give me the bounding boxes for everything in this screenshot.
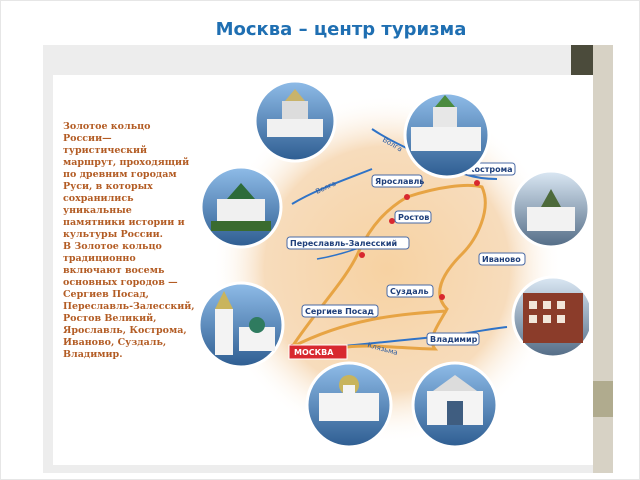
city-dot	[439, 294, 445, 300]
city-label-moskva: МОСКВА	[288, 344, 348, 360]
photo-bubble-pereslavl-church	[253, 79, 337, 163]
svg-text:Переславль-Залесский: Переславль-Залесский	[290, 239, 397, 248]
decor-strip-olive	[593, 381, 613, 417]
svg-text:Суздаль: Суздаль	[390, 287, 429, 296]
city-label-sergiev-posad: Сергиев Посад	[301, 304, 379, 318]
city-label-ivanovo: Иваново	[478, 252, 526, 266]
photo-bubble-rostov-kremlin	[199, 165, 283, 249]
svg-text:Ростов: Ростов	[398, 213, 429, 222]
photo-bubble-kostroma-monastery	[403, 91, 491, 179]
photo-bubble-suzdal-cathedral	[305, 361, 393, 447]
city-label-yaroslavl: Ярославль	[371, 174, 424, 188]
city-label-rostov: Ростов	[394, 210, 432, 224]
photo-bubble-ivanovo-building	[511, 275, 589, 359]
city-label-vladimir: Владимир	[426, 332, 480, 346]
city-label-pereslavl: Переславль-Залесский	[286, 236, 410, 250]
svg-text:Иваново: Иваново	[482, 255, 521, 264]
photo-bubble-vladimir-gates	[411, 361, 499, 447]
slide-title: Москва – центр туризма	[215, 19, 467, 40]
golden-ring-description: Золотое кольцо России— туристический мар…	[63, 121, 195, 360]
photo-bubble-ivanovo-tower	[511, 169, 589, 249]
city-dot	[404, 194, 410, 200]
svg-text:Кострома: Кострома	[468, 165, 513, 174]
city-dot	[359, 252, 365, 258]
golden-ring-map: Волга Волга Клязьма Ярославль Кострома Р…	[197, 79, 589, 447]
svg-text:Ярославль: Ярославль	[375, 177, 424, 186]
svg-text:Владимир: Владимир	[430, 335, 478, 344]
svg-text:Сергиев Посад: Сергиев Посад	[305, 307, 374, 316]
decor-strip-light	[593, 45, 613, 473]
route-spoke	[291, 309, 448, 349]
city-dot	[474, 180, 480, 186]
city-label-suzdal: Суздаль	[386, 284, 434, 298]
city-dot	[389, 218, 395, 224]
river-volga-branch	[291, 168, 373, 205]
svg-text:МОСКВА: МОСКВА	[294, 348, 334, 357]
photo-bubble-sergiev-posad	[197, 281, 285, 369]
